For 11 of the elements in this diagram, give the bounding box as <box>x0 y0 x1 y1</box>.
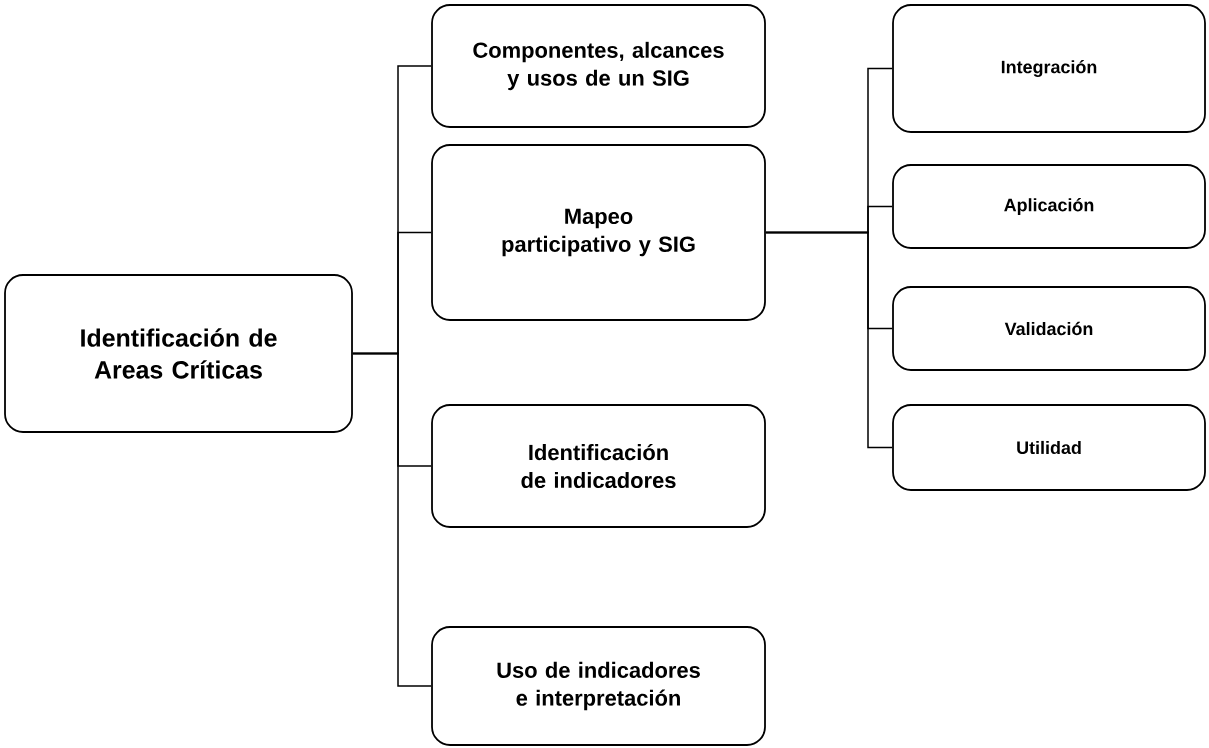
topic-box: Componentes, alcances y usos de un SIG <box>431 4 766 128</box>
connector-line <box>352 352 432 687</box>
connector-line <box>765 231 893 449</box>
topic-box: Integración <box>892 4 1206 133</box>
topic-box: Uso de indicadores e interpretación <box>431 626 766 746</box>
topic-box: Utilidad <box>892 404 1206 491</box>
topic-box: Validación <box>892 286 1206 371</box>
topic-box: Identificación de Areas Críticas <box>4 274 353 433</box>
topic-box: Identificación de indicadores <box>431 404 766 528</box>
topic-box: Aplicación <box>892 164 1206 249</box>
topic-box: Mapeo participativo y SIG <box>431 144 766 321</box>
